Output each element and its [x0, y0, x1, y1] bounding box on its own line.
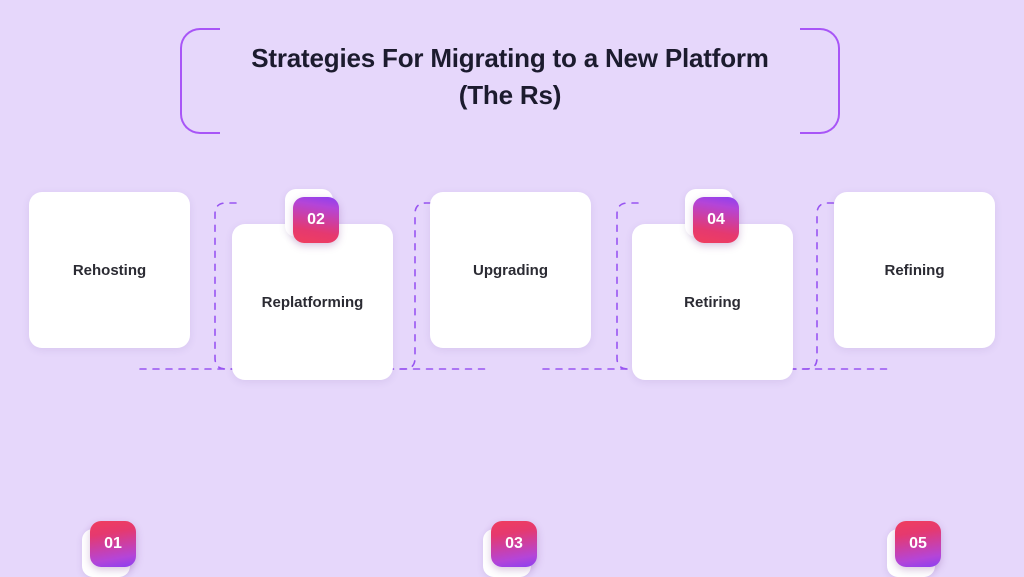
step-card-3[interactable]: Upgrading [430, 192, 591, 348]
connector-segment-1 [139, 202, 487, 370]
step-3[interactable]: Upgrading 03 [430, 192, 591, 577]
title-block: Strategies For Migrating to a New Platfo… [180, 28, 840, 134]
connector-lines [139, 202, 889, 370]
step-badge-2: 02 [293, 197, 339, 243]
step-badge-1: 01 [90, 521, 136, 567]
step-label-1: Rehosting [72, 261, 147, 279]
step-label-2: Replatforming [261, 293, 364, 311]
step-badge-wrap-3: 03 [483, 521, 539, 577]
step-1[interactable]: Rehosting 01 [29, 192, 190, 577]
connector-segment-2 [214, 202, 487, 370]
page-title-line-2: (The Rs) [458, 79, 562, 110]
step-card-1[interactable]: Rehosting [29, 192, 190, 348]
step-card-5[interactable]: Refining [834, 192, 995, 348]
step-label-3: Upgrading [473, 261, 548, 279]
step-label-5: Refining [884, 261, 945, 279]
step-5[interactable]: Refining 05 [834, 192, 995, 577]
step-badge-5: 05 [895, 521, 941, 567]
step-label-4: Retiring [684, 293, 741, 311]
step-4[interactable]: Retiring 04 [632, 189, 793, 380]
step-badge-3: 03 [491, 521, 537, 567]
step-badge-wrap-2: 02 [285, 189, 341, 245]
step-card-2[interactable]: Replatforming [232, 224, 393, 380]
connector-segment-4 [616, 202, 889, 370]
step-badge-wrap-4: 04 [685, 189, 741, 245]
step-badge-wrap-5: 05 [887, 521, 943, 577]
step-card-4[interactable]: Retiring [632, 224, 793, 380]
step-badge-4: 04 [693, 197, 739, 243]
left-bracket-decoration [180, 28, 220, 134]
connector-segment-3 [542, 202, 889, 370]
right-bracket-decoration [800, 28, 840, 134]
page-title-line-1: Strategies For Migrating to a New Platfo… [251, 43, 769, 73]
step-badge-wrap-1: 01 [82, 521, 138, 577]
page-title: Strategies For Migrating to a New Platfo… [210, 40, 810, 114]
step-2[interactable]: Replatforming 02 [232, 189, 393, 380]
